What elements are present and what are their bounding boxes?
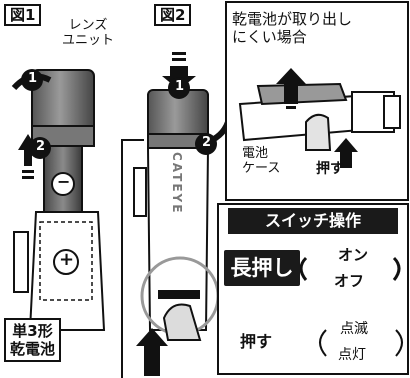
- plus-sign: +: [59, 249, 75, 270]
- minus-sign: −: [57, 172, 71, 191]
- fig2-step2-number: 2: [202, 135, 212, 150]
- hard-removal-title: 乾電池が取り出し にくい場合: [232, 10, 353, 46]
- blink-steady-cycle-arrow: [319, 329, 403, 357]
- fig1-step2-number: 2: [36, 139, 46, 154]
- lens-unit-label: レンズ ユニット: [62, 18, 115, 48]
- switch-operation-heading: スイッチ操作: [228, 208, 398, 234]
- fig1-step1-circle: [21, 69, 43, 91]
- fig1-step2-circle: [29, 137, 51, 159]
- brand-logo: CATEYE: [170, 152, 184, 215]
- aa-battery-label: 単3形 乾電池: [4, 318, 62, 362]
- short-press-label: 押す: [240, 332, 273, 351]
- minus-terminal: [51, 172, 75, 196]
- onoff-cycle-arrow: [299, 256, 401, 281]
- mode-off: オフ: [334, 272, 365, 290]
- fig2-press-arrow: [136, 328, 168, 376]
- fig2-tag: 図2: [154, 4, 192, 26]
- removal-up-arrow: [276, 68, 306, 104]
- fig2-step2-circle: [195, 133, 217, 155]
- fig2-light-assembly: [133, 89, 220, 341]
- fig1-light-assembly: [13, 69, 106, 331]
- mode-on: オン: [338, 246, 369, 264]
- mode-flash: 点滅: [340, 321, 368, 337]
- plus-terminal: [53, 249, 79, 275]
- removal-push-arrow: [334, 138, 358, 168]
- fig1-tag: 図1: [4, 4, 42, 26]
- removal-push-label: 押す: [316, 161, 344, 177]
- battery-case-drawing: [238, 82, 401, 151]
- fig2-routing-line: [121, 139, 144, 378]
- battery-case-label: 電池 ケース: [242, 146, 281, 176]
- fig1-step1-number: 1: [28, 71, 38, 86]
- fig2-step1-number: 1: [175, 79, 185, 94]
- mode-steady: 点灯: [338, 347, 366, 363]
- fig2-step1-circle: [168, 77, 190, 99]
- long-press-label: 長押し: [224, 250, 300, 286]
